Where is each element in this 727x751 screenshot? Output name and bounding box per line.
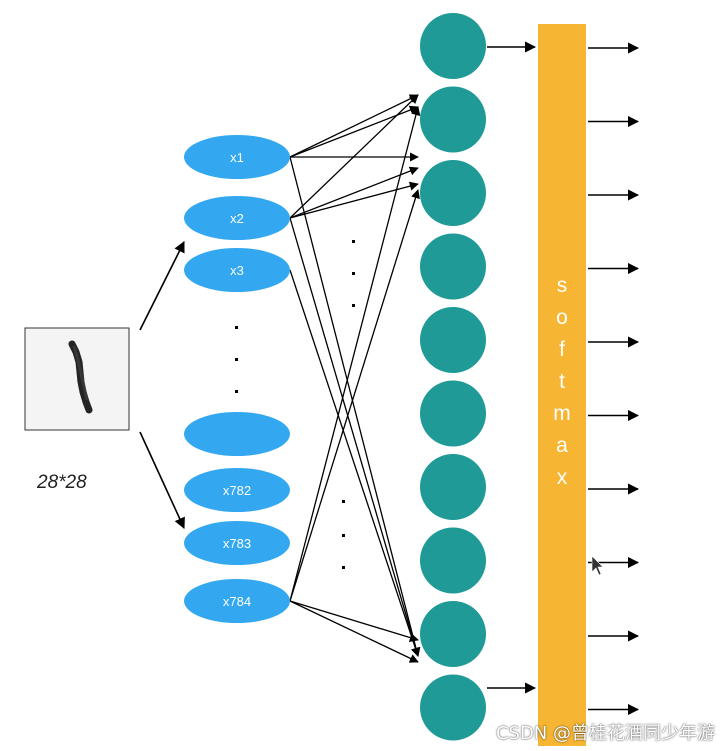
output-node <box>420 601 486 667</box>
image-to-layer-arrow-down <box>139 431 185 530</box>
input-node-shape <box>184 521 290 565</box>
output-node <box>420 13 486 79</box>
input-node: x783 <box>184 521 290 565</box>
connection-arrow <box>289 105 419 158</box>
image-size-label: 28*28 <box>36 472 87 493</box>
input-node-label: x2 <box>230 211 244 226</box>
connection-arrow <box>289 181 419 219</box>
input-node-shape <box>184 579 290 623</box>
input-node-label: x1 <box>230 150 244 165</box>
output-node <box>420 380 486 447</box>
input-ellipsis <box>235 326 238 393</box>
output-node <box>420 454 486 520</box>
softmax-letter: t <box>559 370 565 393</box>
input-node: x784 <box>184 579 290 623</box>
connection-arrow <box>289 156 421 657</box>
softmax-letter: o <box>556 306 568 329</box>
connection-arrow <box>289 189 420 602</box>
input-node-label: x3 <box>230 263 244 278</box>
connection-lines <box>289 94 421 663</box>
output-layer <box>420 13 486 741</box>
input-node-label: x783 <box>223 536 251 551</box>
connection-arrow <box>289 106 421 602</box>
connection-ellipsis-top <box>352 240 355 307</box>
input-node: x1 <box>184 135 290 179</box>
softmax-bar <box>538 24 586 746</box>
input-node-label: x784 <box>223 594 251 609</box>
connection-arrow <box>289 600 419 642</box>
output-node <box>420 307 486 373</box>
softmax-letter: m <box>553 402 571 425</box>
input-node-shape <box>184 248 290 292</box>
input-node-shape <box>184 412 290 456</box>
connection-arrow <box>289 269 420 657</box>
input-layer: x1 x2 x3 x782 x783 x784 <box>184 135 290 623</box>
digit-image <box>24 327 130 431</box>
softmax-letter: f <box>559 338 565 361</box>
connection-arrow <box>289 600 419 663</box>
connection-arrow <box>289 217 421 657</box>
softmax-letter: s <box>556 274 568 297</box>
softmax-letter: x <box>556 466 568 489</box>
input-node-shape <box>184 196 290 240</box>
connection-arrow <box>289 94 419 219</box>
watermark: CSDN @曾桂花酒同少年游 <box>495 723 715 744</box>
output-node <box>420 160 486 226</box>
connection-ellipsis-bottom <box>342 500 345 569</box>
output-node <box>420 674 486 741</box>
input-node: x3 <box>184 248 290 292</box>
input-node: x2 <box>184 196 290 240</box>
input-node-shape <box>184 468 290 512</box>
output-node <box>420 527 486 594</box>
image-to-layer-arrow-up <box>139 240 185 331</box>
output-node <box>420 86 486 153</box>
softmax-arrows <box>487 41 640 716</box>
softmax-label: s o f t m a x <box>538 270 586 494</box>
connection-arrow <box>289 166 419 219</box>
pointer-cursor-icon <box>591 555 604 576</box>
input-node <box>184 412 290 456</box>
input-node-shape <box>184 135 290 179</box>
input-node-label: x782 <box>223 483 251 498</box>
input-node: x782 <box>184 468 290 512</box>
connection-arrow <box>289 94 419 158</box>
softmax-letter: a <box>556 434 568 457</box>
output-node <box>420 233 486 300</box>
